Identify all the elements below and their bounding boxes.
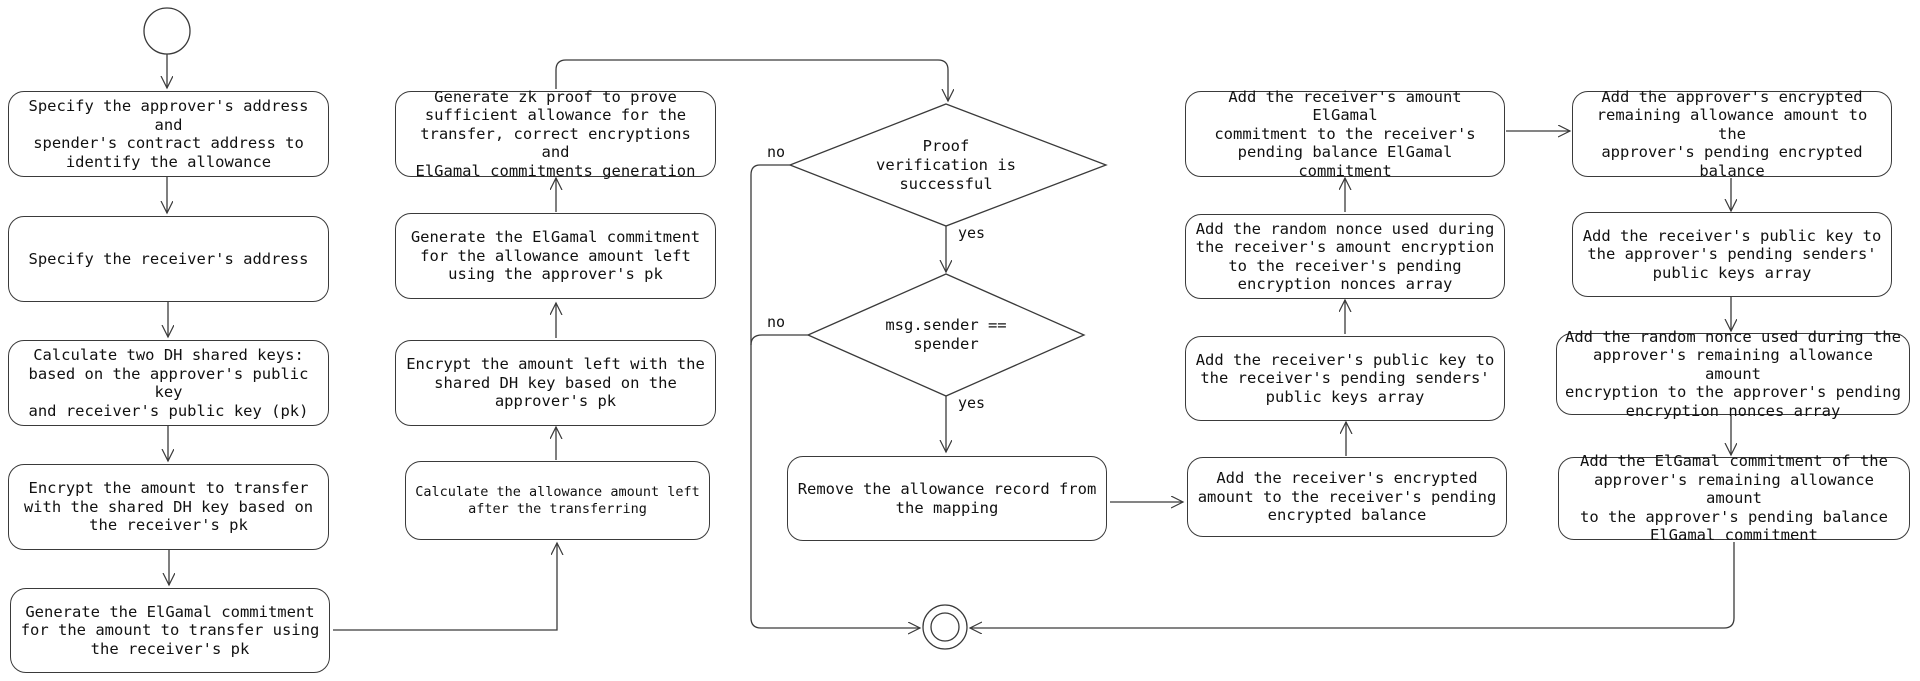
step-add-nonce: Add the random nonce used during the rec…: [1185, 214, 1505, 299]
step-add-receiver-pk: Add the receiver's public key to the app…: [1572, 212, 1892, 297]
step-remove-record: Remove the allowance record from the map…: [787, 456, 1107, 541]
decision-sender-check: msg.sender == spender: [885, 316, 1007, 353]
decision-proof-verification: Proof verification is successful: [876, 136, 1016, 193]
step-add-approver-nonce: Add the random nonce used during the app…: [1556, 328, 1910, 420]
step-add-approver-commitment: Add the ElGamal commitment of the approv…: [1558, 452, 1910, 544]
step-gen-commitment-left: Generate the ElGamal commitment for the …: [395, 213, 716, 299]
step-add-public-key: Add the receiver's public key to the rec…: [1185, 336, 1505, 421]
end-node-inner: [930, 612, 960, 642]
step-calc-allowance-left: Calculate the allowance amount left afte…: [405, 461, 710, 540]
step-specify-addresses: Specify the approver's address and spend…: [8, 91, 329, 177]
label-yes-sender: yes: [958, 394, 986, 412]
step-encrypt-amount-left: Encrypt the amount left with the shared …: [395, 340, 716, 426]
label-no-proof: no: [767, 143, 786, 161]
step-gen-commitment-transfer: Generate the ElGamal commitment for the …: [10, 588, 330, 673]
step-add-encrypted-amount: Add the receiver's encrypted amount to t…: [1187, 457, 1507, 537]
step-specify-receiver: Specify the receiver's address: [8, 216, 329, 302]
step-add-commitment: Add the receiver's amount ElGamal commit…: [1185, 88, 1505, 180]
step-add-remaining-allowance: Add the approver's encrypted remaining a…: [1572, 88, 1892, 180]
step-encrypt-amount: Encrypt the amount to transfer with the …: [8, 464, 329, 550]
end-node-outer: [922, 604, 968, 650]
label-no-sender: no: [767, 313, 786, 331]
step-calc-dh-keys: Calculate two DH shared keys: based on t…: [8, 340, 329, 426]
label-yes-proof: yes: [958, 224, 986, 242]
step-gen-zk-proof: Generate zk proof to prove sufficient al…: [395, 88, 716, 180]
start-node: [143, 7, 191, 55]
